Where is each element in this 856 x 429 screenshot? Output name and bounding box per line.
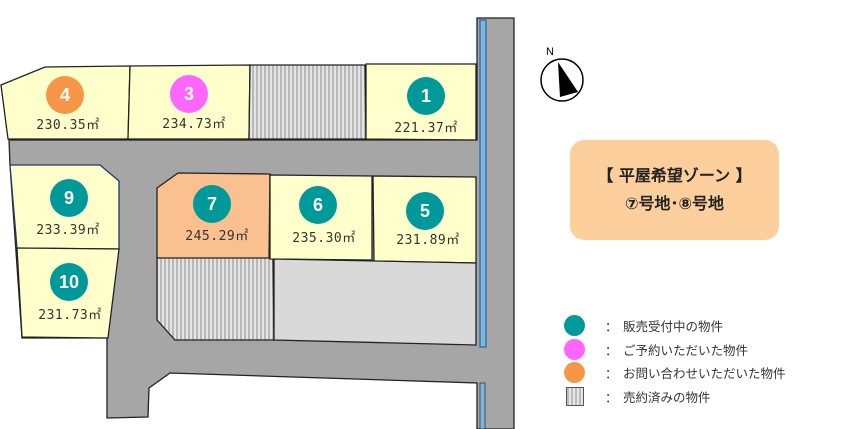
status-marker-4 (46, 76, 84, 114)
compass: N (540, 46, 584, 102)
status-marker-1 (407, 77, 445, 115)
legend-label: ご予約いただいた物件 (623, 342, 749, 358)
status-marker-6 (299, 186, 337, 224)
single-storey-zone-callout: 【 平屋希望ゾーン 】 ⑦号地･⑧号地 (570, 140, 779, 240)
legend-label: 売約済みの物件 (623, 389, 711, 405)
lot-area-4: 230.35㎡ (36, 118, 99, 133)
canal-lower (479, 382, 486, 429)
legend-separator: ： (605, 389, 618, 405)
lot-number-7: 7 (207, 194, 217, 214)
legend-separator: ： (605, 342, 618, 358)
zone-title: 【 平屋希望ゾーン 】 (597, 166, 752, 185)
lot-area-5: 231.89㎡ (396, 233, 459, 248)
status-marker-9 (50, 179, 88, 217)
legend-item-inquired: ： お問い合わせいただいた物件 (560, 361, 786, 385)
lot-area-10: 231.73㎡ (38, 308, 101, 323)
compass-arrow-icon (558, 62, 578, 97)
lot-number-4: 4 (60, 85, 70, 105)
status-marker-10 (50, 263, 88, 301)
legend: ： 販売受付中の物件 ： ご予約いただいた物件 ： お問い合わせいただいた物件 … (560, 314, 786, 408)
lot-number-1: 1 (421, 86, 431, 106)
lot-area-6: 235.30㎡ (292, 231, 355, 246)
lot-area-7: 245.29㎡ (185, 229, 248, 244)
lot-number-6: 6 (313, 195, 323, 215)
status-marker-5 (406, 192, 444, 230)
teal-circle-icon (564, 315, 585, 337)
legend-separator: ： (605, 319, 618, 335)
legend-item-available: ： 販売受付中の物件 (560, 314, 786, 338)
lot-markers: 1 221.37㎡ 3 234.73㎡ 4 230.35㎡ 5 231.89㎡ … (36, 75, 459, 323)
legend-separator: ： (605, 366, 618, 382)
status-marker-7 (193, 185, 231, 223)
lot-8-sold (156, 257, 275, 341)
lot-number-5: 5 (420, 201, 430, 221)
canal-upper (479, 19, 487, 348)
lot-number-9: 9 (64, 188, 74, 208)
legend-label: お問い合わせいただいた物件 (623, 366, 786, 382)
lot-number-10: 10 (59, 272, 79, 292)
lot-other (273, 258, 477, 346)
lot-2-sold (248, 64, 367, 140)
hatched-square-icon (566, 386, 584, 406)
lot-number-3: 3 (184, 84, 194, 104)
legend-item-reserved: ： ご予約いただいた物件 (560, 338, 786, 362)
orange-circle-icon (564, 362, 585, 384)
zone-subtitle: ⑦号地･⑧号地 (624, 194, 725, 213)
pink-circle-icon (564, 338, 585, 360)
status-marker-3 (170, 75, 208, 113)
lot-area-1: 221.37㎡ (394, 121, 457, 136)
legend-label: 販売受付中の物件 (623, 319, 724, 335)
lot-area-3: 234.73㎡ (162, 117, 225, 132)
lot-area-9: 233.39㎡ (36, 223, 99, 238)
compass-north-label: N (546, 46, 554, 58)
legend-item-sold: ： 売約済みの物件 (560, 385, 786, 409)
